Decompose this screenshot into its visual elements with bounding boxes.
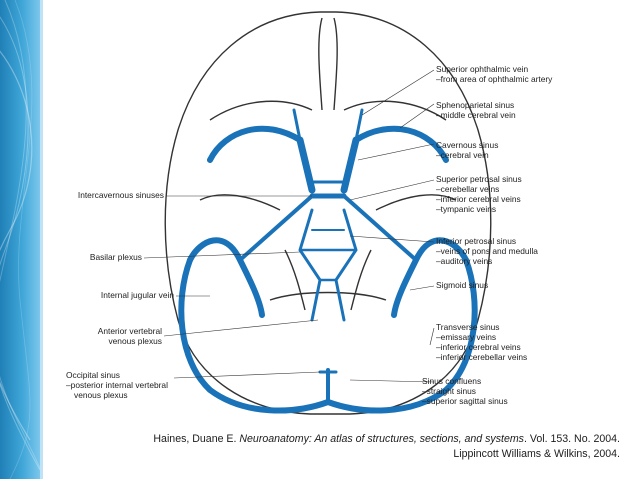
label-occipital-2: –posterior internal vertebral — [66, 380, 168, 390]
citation: Haines, Duane E. Neuroanatomy: An atlas … — [60, 432, 620, 462]
label-sup-petrosal-2: –cerebellar veins — [436, 184, 500, 194]
label-anterior-vertebral-2: venous plexus — [108, 336, 162, 346]
label-cavernous-1: Cavernous sinus — [436, 140, 499, 150]
citation-journal: Neuroanatomy: An atlas of structures, se… — [239, 433, 524, 445]
label-basilar: Basilar plexus — [89, 252, 142, 262]
band-edge-line — [40, 0, 43, 479]
dural-sinus-diagram: Intercavernous sinuses Basilar plexus In… — [50, 0, 630, 426]
label-inf-petrosal-1: Inferior petrosal sinus — [436, 236, 517, 246]
skull-outline — [164, 11, 492, 415]
label-sup-ophthalmic-2: –from area of ophthalmic artery — [436, 74, 553, 84]
label-transverse-2: –emissary veins — [436, 332, 497, 342]
label-confluens-1: Sinus confluens — [422, 376, 482, 386]
label-sigmoid: Sigmoid sinus — [436, 280, 489, 290]
label-confluens-2: –straight sinus — [422, 386, 476, 396]
label-confluens-3: –superior sagittal sinus — [422, 396, 508, 406]
label-inf-petrosal-3: –auditory veins — [436, 256, 493, 266]
label-intercavernous: Intercavernous sinuses — [77, 190, 164, 200]
label-jugular: Internal jugular vein — [100, 290, 174, 300]
citation-details: . Vol. 153. No. 2004. — [523, 433, 620, 445]
label-anterior-vertebral-1: Anterior vertebral — [97, 326, 162, 336]
label-occipital-1: Occipital sinus — [66, 370, 120, 380]
citation-author: Haines, Duane E. — [153, 433, 240, 445]
label-transverse-1: Transverse sinus — [436, 322, 500, 332]
label-sup-petrosal-1: Superior petrosal sinus — [436, 174, 522, 184]
label-sup-petrosal-4: –tympanic veins — [436, 204, 497, 214]
label-sphenoparietal-1: Sphenoparietal sinus — [436, 100, 515, 110]
band-swirl-graphic — [0, 0, 40, 479]
label-occipital-3: venous plexus — [74, 390, 128, 400]
citation-line-2: Lippincott Williams & Wilkins, 2004. — [453, 448, 620, 460]
venous-sinuses — [178, 108, 478, 414]
label-cavernous-2: –cerebral vein — [436, 150, 489, 160]
label-inf-petrosal-2: –veins of pons and medulla — [436, 246, 538, 256]
label-sphenoparietal-2: –middle cerebral vein — [436, 110, 516, 120]
decorative-side-band — [0, 0, 40, 479]
skull-base-illustration — [143, 11, 492, 415]
leader-lines — [143, 69, 435, 383]
label-transverse-4: –inferior cerebellar veins — [436, 352, 528, 362]
citation-line-1: Haines, Duane E. Neuroanatomy: An atlas … — [60, 432, 620, 447]
label-sup-ophthalmic-1: Superior ophthalmic vein — [436, 64, 529, 74]
label-sup-petrosal-3: –inferior cerebral veins — [436, 194, 521, 204]
label-transverse-3: –inferior cerebral veins — [436, 342, 521, 352]
